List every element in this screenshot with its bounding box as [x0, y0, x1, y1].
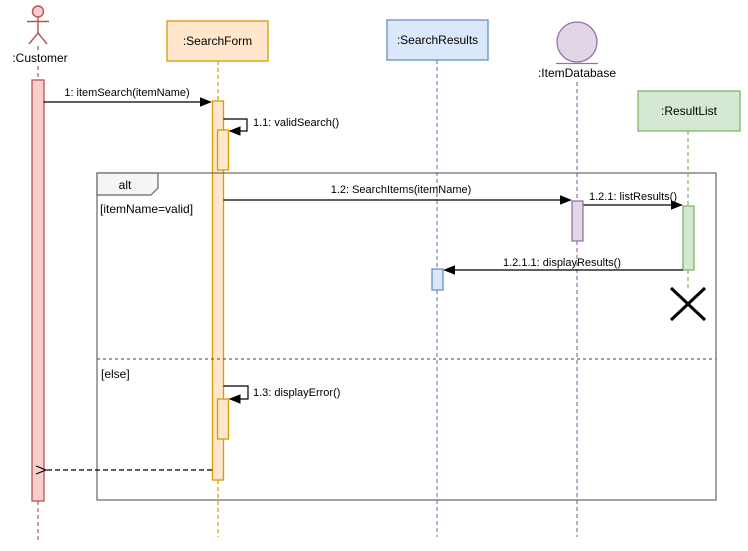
activations [31, 79, 695, 502]
participant-searchresults: :SearchResults [386, 19, 489, 61]
activation-resultlist [682, 205, 695, 271]
message-displayerror-selfarrow [223, 385, 249, 404]
participant-customer: :Customer [12, 5, 68, 65]
fragment-guard-else: [else] [101, 367, 130, 381]
fragment-frame [96, 172, 717, 501]
participant-resultlist: :ResultList [637, 90, 741, 132]
fragment-operator-label: alt [119, 178, 132, 192]
fragment-guard-valid: [itemName=valid] [100, 202, 193, 216]
fragment-operator-pentagon [96, 172, 159, 196]
message-validsearch-label: 1.1: validSearch() [253, 117, 339, 129]
activation-searchform-main [211, 100, 225, 481]
participant-searchresults-box [386, 19, 489, 61]
message-displayerror-label: 1.3: displayError() [253, 387, 340, 399]
activation-searchform-displayerror [216, 398, 230, 440]
participant-customer-label: :Customer [12, 51, 67, 65]
entity-icon [556, 21, 598, 65]
participant-resultlist-label: :ResultList [661, 104, 718, 118]
participant-searchresults-label: :SearchResults [397, 33, 478, 47]
actor-icon [27, 5, 49, 45]
activation-searchresults [431, 268, 444, 291]
message-validsearch-selfarrow [223, 118, 248, 136]
message-searchitems-label: 1.2: SearchItems(itemName) [331, 184, 472, 196]
participant-itemdatabase: :ItemDatabase [538, 21, 616, 80]
message-itemsearch-label: 1: itemSearch(itemName) [64, 87, 189, 99]
message-labels: 1: itemSearch(itemName) 1.1: validSearch… [64, 87, 677, 399]
lifelines [37, 46, 689, 540]
message-listresults-label: 1.2.1: listResults() [589, 191, 677, 203]
activation-itemdatabase [571, 200, 584, 242]
participant-searchform: :SearchForm [166, 20, 269, 62]
message-displayresults-label: 1.2.1.1: displayResults() [503, 257, 621, 269]
activation-customer [31, 79, 45, 502]
participant-itemdatabase-label: :ItemDatabase [538, 66, 616, 80]
activation-searchform-validsearch [216, 129, 230, 171]
messages [35, 97, 683, 475]
destruction-x-icon [669, 286, 707, 322]
participant-searchform-label: :SearchForm [183, 34, 252, 48]
participant-resultlist-box [637, 90, 741, 132]
alt-fragment: alt [itemName=valid] [else] [96, 172, 717, 501]
participant-searchform-box [166, 20, 269, 62]
